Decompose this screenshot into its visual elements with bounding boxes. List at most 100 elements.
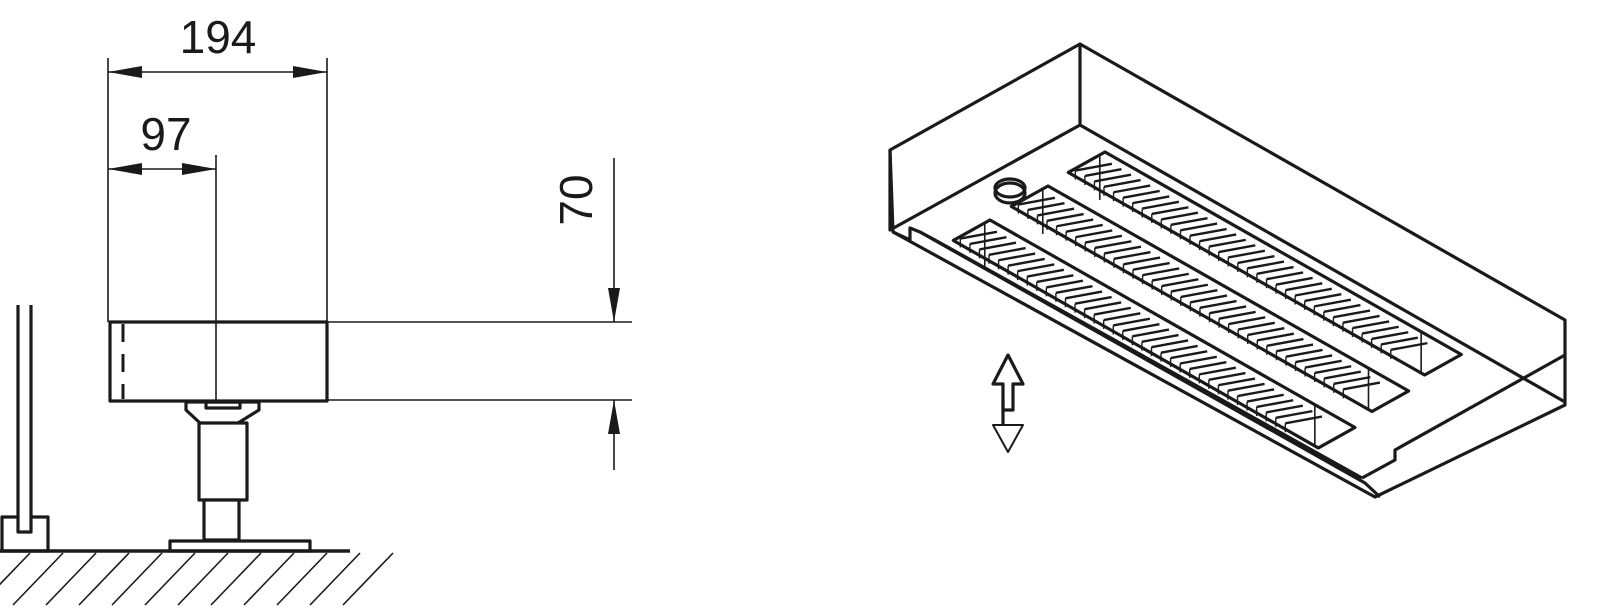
louvre-fin <box>1342 314 1380 324</box>
louvre-fin <box>1314 365 1352 375</box>
louvre-fin <box>1104 245 1142 255</box>
louvre-fin <box>1084 301 1122 311</box>
louvre-fin <box>1285 415 1323 425</box>
louvre-fin <box>1180 288 1218 299</box>
louvre-fin <box>1075 229 1113 239</box>
louvre-fin <box>1007 257 1045 267</box>
louvre-fin <box>1208 238 1246 248</box>
louvre-fin <box>1295 354 1333 364</box>
louvre-fin <box>1170 216 1208 227</box>
louvre-fin <box>998 252 1036 262</box>
side-view: 194 97 70 <box>0 11 632 606</box>
louvre-fin <box>1161 211 1199 221</box>
hatch-line <box>12 552 64 606</box>
louvre-fin <box>1171 283 1209 293</box>
louvre-fin <box>1371 331 1409 341</box>
louvre-fin <box>1333 375 1371 386</box>
louvre-fin <box>1227 382 1265 392</box>
louvre-fin <box>1380 336 1419 346</box>
dimension-half-width: 97 <box>108 108 217 401</box>
louvre-fin <box>1218 377 1256 387</box>
louvre-fin <box>1055 284 1093 295</box>
louvre-fin <box>1036 274 1074 284</box>
louvre-fin <box>1275 276 1313 286</box>
louvre-fin <box>1094 240 1132 250</box>
louvre-fin <box>1285 348 1323 358</box>
louvre-fin <box>1199 233 1237 243</box>
louvre-fin <box>1237 254 1275 265</box>
dimension-width-label: 194 <box>180 11 257 63</box>
louvre-fin <box>1209 305 1247 315</box>
louvre-fin <box>1103 312 1141 322</box>
wall-element <box>0 305 50 553</box>
louvre-fin <box>1046 279 1084 289</box>
louvre-fin <box>1333 309 1371 319</box>
louvre-fin <box>1256 399 1294 409</box>
louvre-fin <box>1132 261 1170 271</box>
louvre-fin <box>1018 196 1056 206</box>
louvre-grille <box>1009 184 1411 414</box>
louvre-fin <box>1237 321 1275 331</box>
louvre-fin <box>1266 271 1304 281</box>
louvre-fin <box>1093 306 1131 316</box>
louvre-fin <box>960 230 998 240</box>
isometric-view <box>888 42 1567 499</box>
louvre-fin <box>1189 361 1227 371</box>
louvre-fin <box>1151 272 1189 282</box>
louvre-fin <box>1141 333 1179 343</box>
louvre-fin <box>1037 207 1075 217</box>
louvre-fin <box>1027 268 1065 278</box>
louvre-fin <box>1275 409 1313 420</box>
louvre-fin <box>1056 218 1094 228</box>
louvre-fin <box>1265 404 1304 414</box>
louvre-fin <box>1276 343 1314 353</box>
hatch-line <box>342 552 394 606</box>
louvre-fin <box>1343 381 1381 391</box>
louvre-fin <box>1247 327 1285 337</box>
louvre-fin <box>1247 260 1285 270</box>
fixing-screw <box>993 181 1027 205</box>
louvre-fin <box>1132 195 1170 205</box>
louvre-fin <box>1017 263 1055 273</box>
hatch-line <box>78 552 130 606</box>
louvre-fin <box>969 236 1007 246</box>
hatch-line <box>0 552 31 586</box>
louvre-fin <box>1103 178 1141 189</box>
louvre-fin <box>1161 278 1199 288</box>
dimension-width: 194 <box>107 11 328 322</box>
louvre-fin <box>1294 287 1332 297</box>
louvre-fin <box>1180 222 1218 232</box>
louvre-fin <box>1122 189 1160 199</box>
louvre-fin <box>1113 317 1151 327</box>
louvre-fin <box>1074 295 1112 305</box>
floor <box>0 549 394 606</box>
louvre-fin <box>1323 303 1361 313</box>
louvre-grille <box>951 218 1357 450</box>
louvre-fin <box>1027 202 1065 212</box>
louvre-fin <box>1257 332 1295 342</box>
louvre-fin <box>1246 393 1284 403</box>
louvre-fin <box>1285 282 1323 292</box>
hatch-line <box>144 552 196 606</box>
up-down-arrow-icon <box>991 353 1025 453</box>
louvre-fin <box>1228 316 1266 326</box>
louvre-fin <box>1304 293 1342 303</box>
louvre-fin <box>1123 256 1161 266</box>
louvre-fin <box>1323 370 1362 380</box>
hatch-line <box>276 552 328 606</box>
louvre-fin <box>1113 184 1151 194</box>
louvre-fin <box>1256 265 1294 275</box>
hatch-line <box>243 552 295 606</box>
louvre-fin <box>1142 200 1180 210</box>
louvre-fin <box>1304 359 1342 369</box>
louvre-fin <box>1237 388 1275 398</box>
louvre-fin <box>1170 350 1208 360</box>
louvre-fin <box>1065 290 1103 300</box>
louvre-fin <box>1151 206 1189 216</box>
louvre-fin <box>1179 355 1217 365</box>
louvre-fin <box>1352 320 1390 330</box>
louvre-fin <box>1094 173 1132 183</box>
louvre-fin <box>1046 212 1084 223</box>
louvre-fin <box>1151 339 1189 349</box>
